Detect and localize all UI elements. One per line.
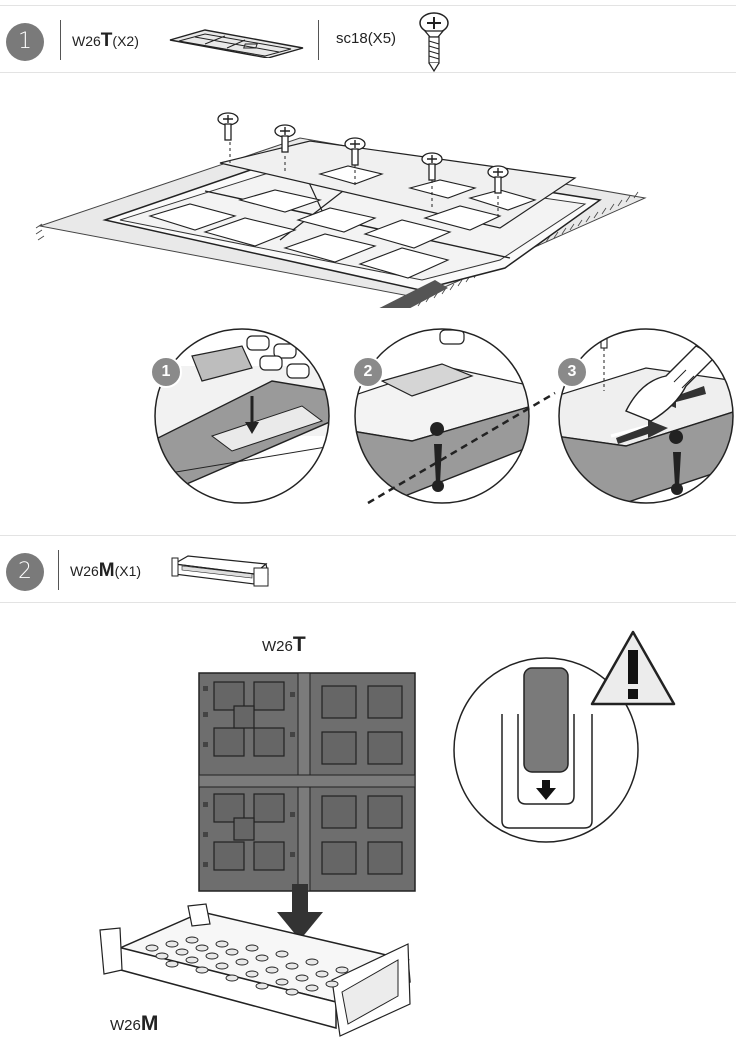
step-number-badge: 1 xyxy=(6,23,44,61)
detail-circle-1 xyxy=(154,328,330,504)
step-2-header: 2 W26M(X1) xyxy=(0,535,736,603)
part-code-prefix: W26 xyxy=(72,33,101,49)
screw-quantity: (X5) xyxy=(367,30,397,47)
detail-step-badge-1: 1 xyxy=(150,356,182,388)
part-code-letter: M xyxy=(98,560,115,581)
part-code-letter: T xyxy=(100,30,113,51)
base-label-w26m: W26M xyxy=(110,1012,158,1036)
step-number-badge: 2 xyxy=(6,553,44,591)
separator xyxy=(58,550,59,590)
panel-label-prefix: W26 xyxy=(262,638,293,655)
detail-circle-2 xyxy=(354,328,530,504)
detail-step-badge-2: 2 xyxy=(352,356,384,388)
part-code-prefix: W26 xyxy=(70,563,99,579)
separator xyxy=(318,20,319,60)
screw-code: sc18(X5) xyxy=(336,30,396,47)
part-code-w26t: W26T(X2) xyxy=(72,30,139,52)
panel-label-w26t: W26T xyxy=(262,633,306,657)
warning-triangle-icon xyxy=(590,630,676,706)
panel-thumbnail-icon xyxy=(169,29,304,58)
part-quantity: (X1) xyxy=(114,563,142,579)
base-tray-thumbnail-icon xyxy=(171,555,269,587)
panel-label-letter: T xyxy=(292,633,306,656)
step-1-header: 1 W26T(X2) sc18(X5) xyxy=(0,5,736,73)
screw-code-text: sc18 xyxy=(336,30,368,47)
screw-positions xyxy=(217,112,509,218)
part-quantity: (X2) xyxy=(112,33,139,49)
separator xyxy=(60,20,61,60)
screw-icon xyxy=(419,12,449,73)
detail-circle-3 xyxy=(558,328,734,504)
part-code-w26m: W26M(X1) xyxy=(70,560,141,582)
dashed-alignment-line xyxy=(367,391,556,505)
base-label-prefix: W26 xyxy=(110,1017,141,1034)
detail-step-badge-3: 3 xyxy=(556,356,588,388)
w26t-panel-vertical xyxy=(198,672,416,892)
base-label-letter: M xyxy=(140,1012,159,1035)
insert-down-arrow-icon xyxy=(277,884,323,940)
panel-assembly-illustration xyxy=(35,112,647,308)
w26m-base-tray xyxy=(99,903,411,1037)
